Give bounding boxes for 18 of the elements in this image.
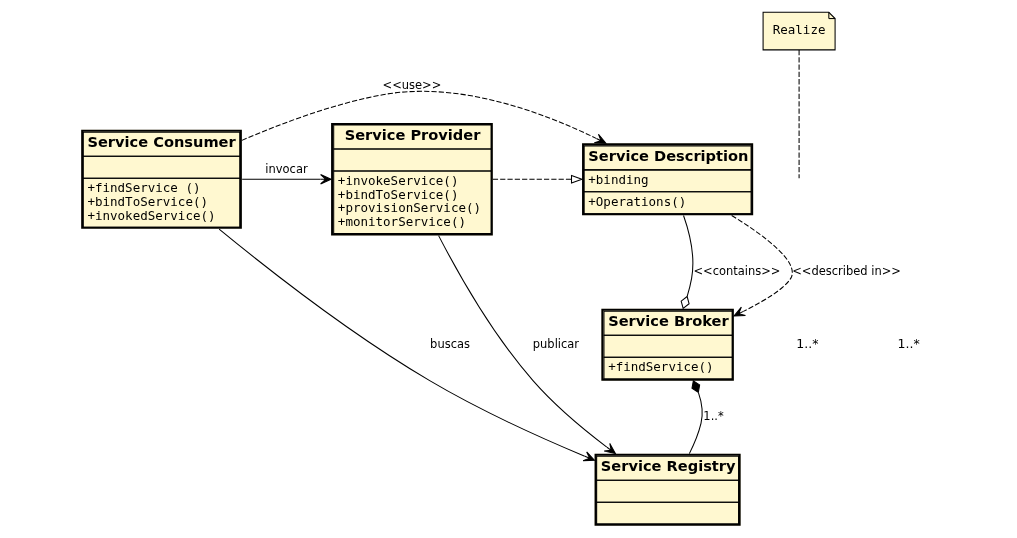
arrow — [730, 214, 793, 317]
arrow — [437, 235, 616, 454]
connector — [688, 379, 703, 455]
label: 1..* — [795, 335, 819, 351]
connector — [798, 49, 800, 179]
edge-label: publicar — [532, 336, 579, 351]
label: 1..* — [897, 335, 920, 351]
arrow — [218, 228, 595, 462]
edge-label: invocar — [264, 161, 308, 176]
arrow — [241, 174, 332, 185]
edge-label: <<contains>> — [693, 264, 780, 279]
edge-label: <<use>> — [382, 78, 441, 93]
edge-label: buscas — [429, 336, 470, 351]
arrow — [491, 174, 583, 184]
edge-label: <<described in>> — [791, 264, 901, 279]
edge-label: 1..* — [702, 409, 724, 424]
connector — [680, 214, 693, 310]
arrow — [240, 90, 606, 144]
